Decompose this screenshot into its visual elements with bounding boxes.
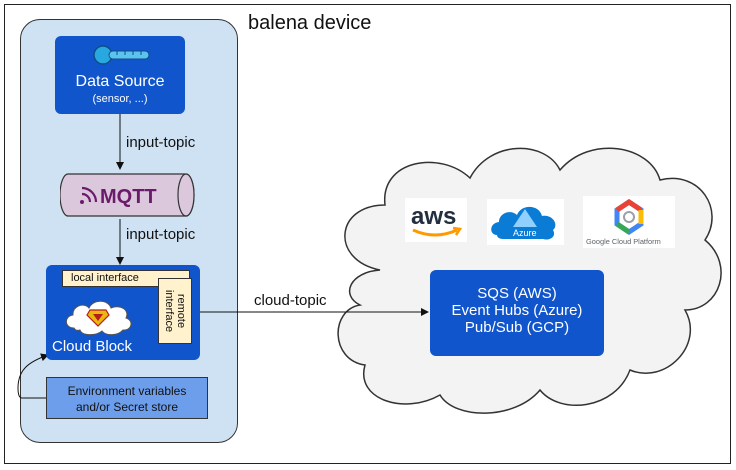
cloud-topic-label: cloud-topic <box>254 292 327 309</box>
diagram-frame <box>4 4 731 464</box>
azure-logo-text: Azure <box>513 228 537 238</box>
remote-interface-line2: interface <box>163 289 175 333</box>
mqtt-broker: MQTT <box>60 173 195 217</box>
aws-logo: aws <box>405 198 467 242</box>
data-source-subtitle: (sensor, ...) <box>92 93 148 105</box>
input-topic-label-1: input-topic <box>126 134 196 151</box>
remote-interface-line1: remote <box>175 293 187 329</box>
environment-secret-store-box: Environment variables and/or Secret stor… <box>46 377 208 419</box>
queue-sqs: SQS (AWS) <box>477 285 557 302</box>
data-source-title: Data Source <box>75 73 165 90</box>
env-box-line1: Environment variables <box>67 384 187 398</box>
cloud-queues-box: SQS (AWS) Event Hubs (Azure) Pub/Sub (GC… <box>430 270 604 356</box>
gcp-logo-text: Google Cloud Platform <box>586 237 661 246</box>
google-cloud-platform-logo: Google Cloud Platform <box>583 196 675 248</box>
queue-event-hubs: Event Hubs (Azure) <box>451 302 583 319</box>
data-source-box: Data Source (sensor, ...) <box>55 36 185 114</box>
input-topic-label-2: input-topic <box>126 226 196 243</box>
aws-logo-text: aws <box>411 203 456 230</box>
thermometer-icon <box>93 45 150 65</box>
superman-icon <box>86 309 110 327</box>
queue-pubsub: Pub/Sub (GCP) <box>464 319 570 336</box>
cloud-block-title: Cloud Block <box>52 338 133 355</box>
cloud-block-cloud-icon <box>65 300 132 336</box>
mqtt-label: MQTT <box>100 186 157 208</box>
azure-logo: Azure <box>487 199 564 245</box>
env-box-line2: and/or Secret store <box>75 400 179 414</box>
device-title: balena device <box>248 12 372 34</box>
mqtt-signal-icon <box>80 186 98 204</box>
arrow-env-to-block <box>17 353 49 399</box>
